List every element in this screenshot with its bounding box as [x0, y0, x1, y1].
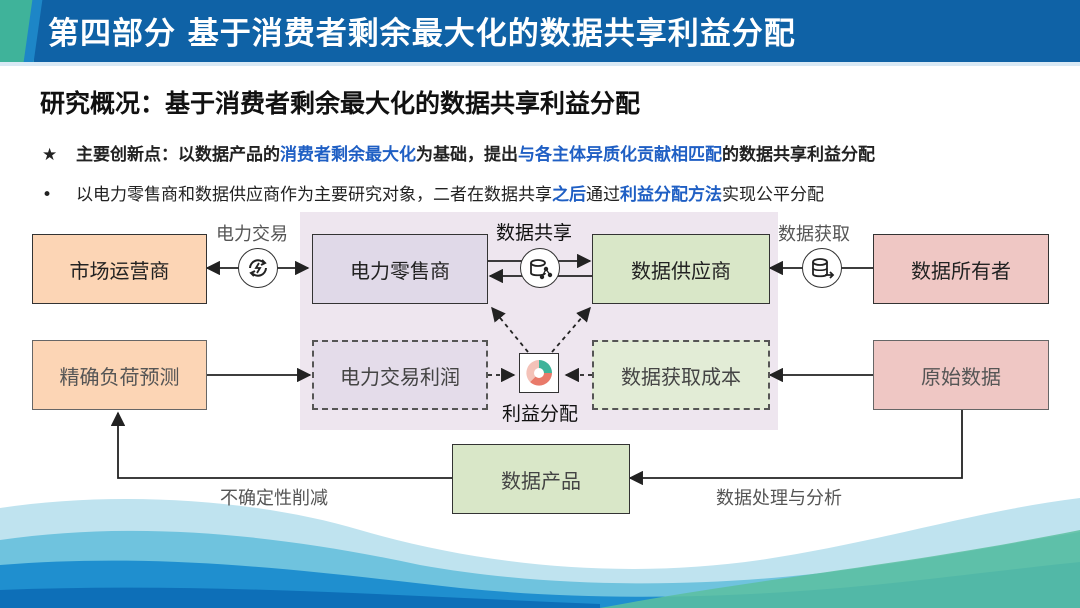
- page-title: 第四部分 基于消费者剩余最大化的数据共享利益分配: [48, 16, 796, 52]
- load-forecast-box: 精确负荷预测: [32, 340, 207, 410]
- market-operator-box: 市场运营商: [32, 234, 207, 304]
- benefit-allocation-diagram: 市场运营商 电力零售商 数据供应商 数据所有者 精确负荷预测 电力交易利润 数据…: [0, 210, 1080, 530]
- database-icon: [802, 248, 842, 288]
- bullet-text: 实现公平分配: [722, 185, 824, 205]
- acquisition-cost-box: 数据获取成本: [592, 340, 770, 410]
- power-retailer-box: 电力零售商: [312, 234, 488, 304]
- section-subtitle: 研究概况：基于消费者剩余最大化的数据共享利益分配: [40, 89, 641, 118]
- star-icon: ★: [42, 145, 58, 165]
- data-sharing-label: 数据共享: [496, 222, 573, 244]
- benefit-allocation-label: 利益分配: [502, 403, 579, 425]
- pie-chart-icon: [519, 353, 559, 393]
- highlight-text: 之后: [552, 185, 586, 205]
- highlight-text: 与各主体异质化贡献相匹配: [518, 145, 722, 165]
- header-divider: [0, 62, 1080, 66]
- data-acquisition-label: 数据获取: [778, 224, 850, 245]
- bullet-text: 为基础，提出: [416, 145, 518, 165]
- exchange-icon: [238, 248, 278, 288]
- data-owner-box: 数据所有者: [873, 234, 1049, 304]
- bullet-text: 主要创新点：以数据产品的: [76, 145, 280, 165]
- raw-data-box: 原始数据: [873, 340, 1049, 410]
- bullet-innovation: ★ 主要创新点：以数据产品的消费者剩余最大化为基础，提出与各主体异质化贡献相匹配的…: [42, 140, 875, 165]
- bullet-text: 以电力零售商和数据供应商作为主要研究对象，二者在数据共享: [76, 185, 552, 205]
- bullet-dot-icon: •: [42, 185, 53, 205]
- bullet-text: 通过: [586, 185, 620, 205]
- power-trading-label: 电力交易: [216, 224, 288, 245]
- data-processing-label: 数据处理与分析: [716, 488, 842, 509]
- trading-profit-box: 电力交易利润: [312, 340, 488, 410]
- share-icon: [520, 248, 560, 288]
- highlight-text: 利益分配方法: [620, 185, 722, 205]
- decorative-waves: [0, 498, 1080, 608]
- highlight-text: 消费者剩余最大化: [280, 145, 416, 165]
- header-bar: 第四部分 基于消费者剩余最大化的数据共享利益分配: [0, 0, 1080, 62]
- data-product-box: 数据产品: [452, 444, 630, 514]
- bullet-text: 的数据共享利益分配: [722, 145, 875, 165]
- uncertainty-reduction-label: 不确定性削减: [220, 488, 328, 509]
- bullet-research-object: • 以电力零售商和数据供应商作为主要研究对象，二者在数据共享之后通过利益分配方法实…: [42, 180, 824, 205]
- data-supplier-box: 数据供应商: [592, 234, 770, 304]
